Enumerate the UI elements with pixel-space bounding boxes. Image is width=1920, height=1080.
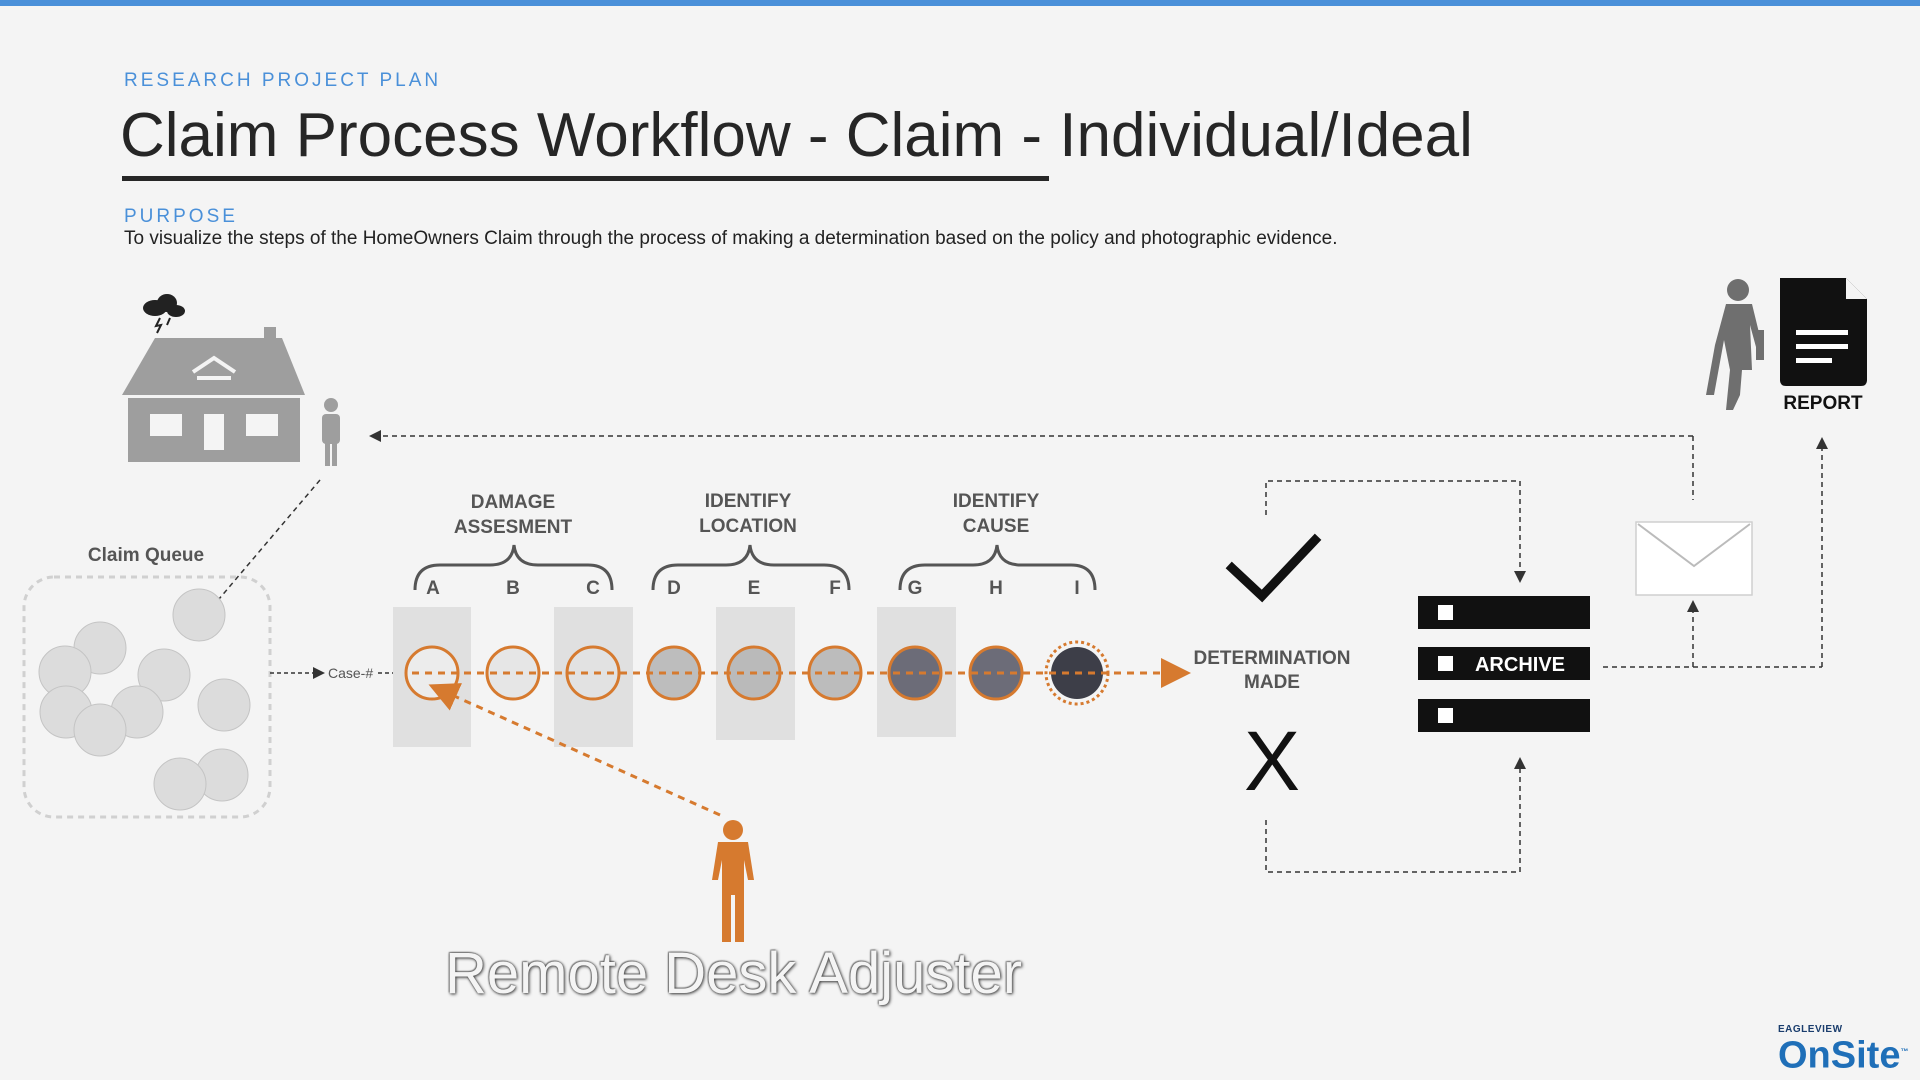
- brace-location: [651, 544, 851, 591]
- step-letter-i: I: [1074, 578, 1079, 599]
- remote-adjuster-label: Remote Desk Adjuster: [445, 941, 1023, 1006]
- eyebrow-label: RESEARCH PROJECT PLAN: [124, 70, 442, 91]
- queued-claim: [137, 648, 191, 702]
- group-label-damage-line1: DAMAGE: [471, 492, 555, 513]
- step-node-c[interactable]: [565, 645, 621, 701]
- group-label-location-line2: LOCATION: [699, 516, 797, 537]
- step-node-h[interactable]: [968, 645, 1024, 701]
- step-letter-g: G: [908, 578, 923, 599]
- remote-adjuster-icon: [712, 820, 754, 942]
- approve-check-icon: [1225, 533, 1322, 603]
- archive-stack: ARCHIVE: [1418, 596, 1590, 732]
- brand-onsite-text: OnSite™: [1778, 1035, 1909, 1075]
- deny-x-mark: X: [1244, 714, 1300, 808]
- group-label-cause-line1: IDENTIFY: [953, 491, 1040, 512]
- determination-line1: DETERMINATION: [1194, 648, 1351, 669]
- house-to-queue-arrow: [206, 479, 321, 615]
- purpose-label: PURPOSE: [124, 206, 238, 227]
- step-letter-a: A: [426, 578, 440, 599]
- brand-name: OnSite: [1778, 1034, 1901, 1077]
- step-letters: A B C D E F G H I: [426, 578, 1080, 599]
- brand-tm: ™: [1900, 1047, 1909, 1056]
- queued-claim: [197, 678, 251, 732]
- claim-queue-label: Claim Queue: [88, 545, 204, 566]
- house-icon: [122, 327, 305, 462]
- brace-cause: [898, 544, 1097, 591]
- mail-envelope-icon: [1635, 521, 1753, 596]
- queued-claim: [73, 703, 127, 757]
- report-to-homeowner-arrow: [369, 430, 1694, 500]
- queued-claim: [172, 588, 226, 642]
- case-label: Case-#: [328, 665, 373, 681]
- claim-queue-box: [22, 575, 272, 819]
- group-braces: [413, 544, 1097, 591]
- queued-claims: [38, 588, 251, 811]
- step-node-b[interactable]: [485, 645, 541, 701]
- group-label-cause-line2: CAUSE: [963, 516, 1030, 537]
- step-node-g[interactable]: [887, 645, 943, 701]
- report-document-icon: [1780, 278, 1867, 386]
- brace-damage: [413, 544, 614, 591]
- page-title: Claim Process Workflow - Claim - Individ…: [120, 101, 1473, 170]
- step-letter-d: D: [667, 578, 681, 599]
- step-letter-c: C: [586, 578, 600, 599]
- purpose-text: To visualize the steps of the HomeOwners…: [124, 228, 1338, 249]
- determination-to-archive-connectors: [1265, 480, 1526, 873]
- group-label-damage-line2: ASSESMENT: [454, 517, 573, 538]
- brand-eagleview-text: EAGLEVIEW: [1778, 1024, 1843, 1035]
- brand-logo: EAGLEVIEW OnSite™: [1778, 1024, 1909, 1075]
- storm-cloud-icon: [143, 294, 185, 334]
- field-adjuster-icon: [1706, 279, 1764, 410]
- archive-outgoing-connectors: [1603, 437, 1828, 668]
- homeowner-icon: [322, 398, 340, 466]
- step-letter-f: F: [829, 578, 841, 599]
- determination-line2: MADE: [1244, 672, 1300, 693]
- step-letter-h: H: [989, 578, 1003, 599]
- archive-label: ARCHIVE: [1475, 654, 1565, 676]
- step-letter-e: E: [748, 578, 761, 599]
- adjuster-to-case-arrow: [428, 683, 721, 817]
- title-underline: [122, 176, 1049, 181]
- top-accent-bar: [0, 0, 1920, 6]
- queued-claim: [153, 757, 207, 811]
- step-letter-b: B: [506, 578, 520, 599]
- group-label-location-line1: IDENTIFY: [705, 491, 792, 512]
- report-label: REPORT: [1783, 393, 1863, 414]
